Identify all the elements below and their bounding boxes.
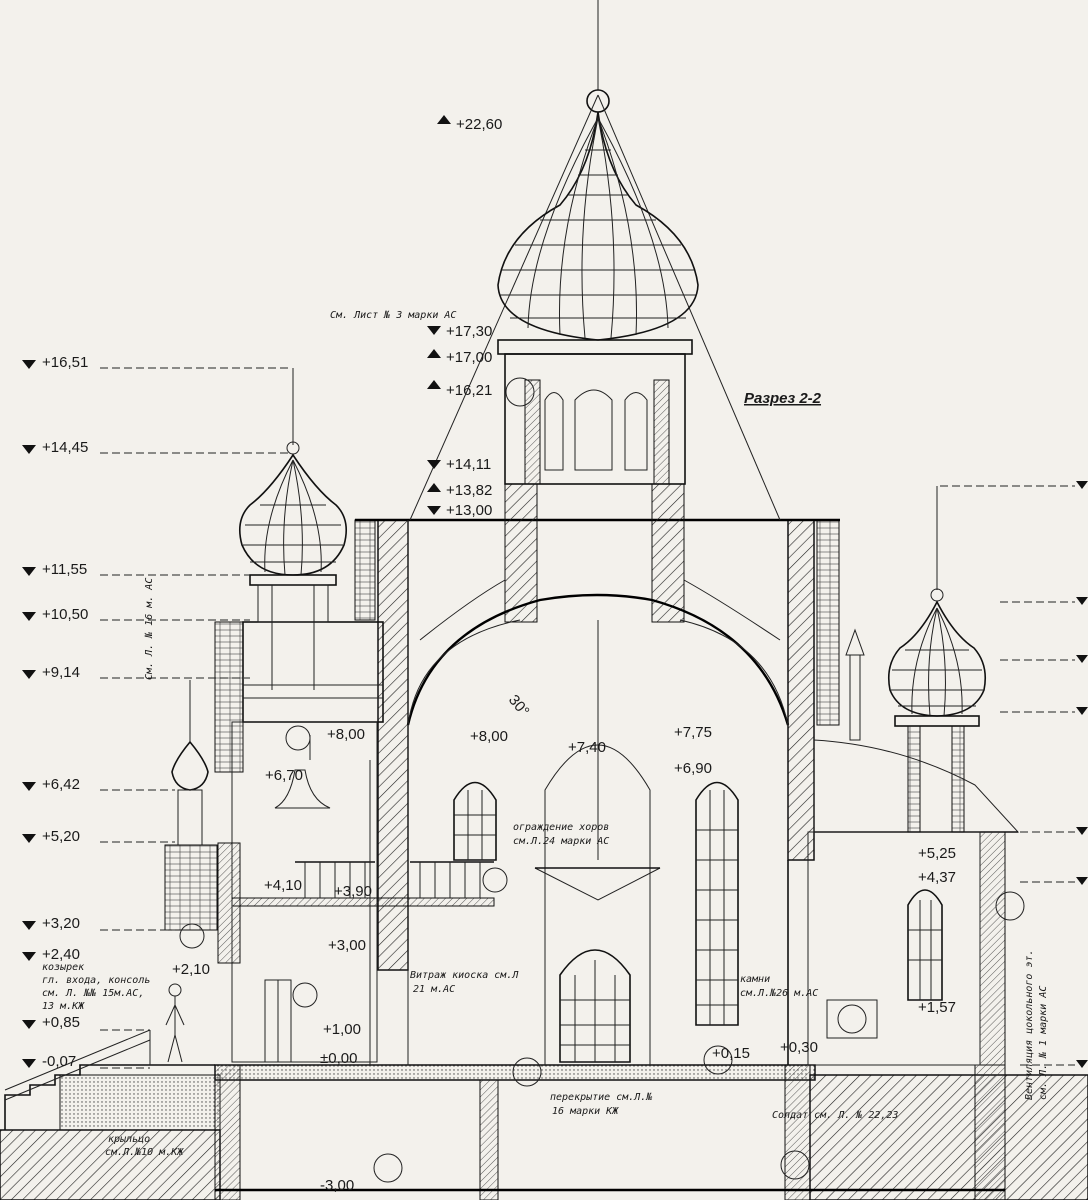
window-annex [907,889,943,1001]
level-label: +14,45 [42,439,88,456]
note-line: см.Л.24 марки АС [513,836,609,847]
level-label: +1,00 [323,1021,361,1038]
note-line: см. Л. № 1 марки АС [1038,986,1049,1100]
left-onion-dome [239,368,347,690]
level-label: -0,07 [42,1053,76,1070]
right-level-leaders [940,485,1075,1066]
note-line: см.Л.№10 м.КЖ [105,1147,184,1158]
level-label: +16,51 [42,354,88,371]
left-level-leaders [100,367,290,1069]
level-label: +2,10 [172,961,210,978]
level-label: +13,00 [446,502,492,519]
level-label: +7,75 [674,724,712,741]
window-door-arch [559,949,631,1063]
note-line: см.Л.№26 м.АС [740,988,818,999]
stained-glass-note: Витраж киоска см.Л 21 м.АС [410,970,519,995]
note-line: Вентиляция цокольного эт. [1024,949,1035,1100]
center-level-marks: +22,60 +17,30 +17,00 +16,21 +14,11 +13,8… [427,115,502,519]
section-title: Разрез 2-2 [744,390,822,407]
choir-note: ограждение хоров см.Л.24 марки АС [513,822,609,847]
window-left-arch [453,781,497,861]
right-onion-dome [887,486,987,833]
level-label: +6,90 [674,760,712,777]
note-line: козырек [42,962,85,973]
level-label: +0,30 [780,1039,818,1056]
level-label: +2,40 [42,946,80,963]
level-label: +4,10 [264,877,302,894]
right-edge-markers [1076,481,1088,1068]
window-right-tall [695,781,739,1026]
small-left-dome [164,680,218,931]
foundation [0,1064,1088,1200]
level-label: +3,90 [334,883,372,900]
central-drum [497,339,693,485]
note-line: см. Л. №№ 15м.АС, [42,988,144,999]
note-line: крыльцо [108,1134,150,1145]
left-level-triangles [22,360,36,1068]
stones-note: камни см.Л.№26 м.АС [740,974,818,999]
level-label: ±0,00 [320,1050,357,1067]
level-label: +0,85 [42,1014,80,1031]
vault-angle: 30° [505,692,533,720]
sheet-reference-note: См. Лист № 3 марки АС [330,310,456,321]
central-onion-dome [409,0,781,521]
note-line: 16 марки КЖ [552,1106,619,1117]
level-label: +8,00 [327,726,365,743]
note-line: камни [740,974,770,985]
level-label: +8,00 [470,728,508,745]
note-line: Витраж киоска см.Л [410,970,519,981]
level-label: +11,55 [42,561,87,578]
level-label: +1,57 [918,999,956,1016]
note-line: гл. входа, консоль [42,975,150,986]
level-label: +0,15 [712,1045,750,1062]
side-reference-note: См. Л. № 16 м. АС [144,578,155,680]
left-level-marks: +16,51 +14,45 +11,55 +10,50 +9,14 +6,42 … [42,354,88,1070]
level-label: +3,20 [42,915,80,932]
level-label: +5,25 [918,845,956,862]
level-label: +3,00 [328,937,366,954]
slab-note: перекрытие см.Л.№ 16 марки КЖ [550,1092,652,1117]
level-label: +17,30 [446,323,492,340]
level-label: +6,70 [265,767,303,784]
level-label: +14,11 [446,456,491,473]
level-label: +10,50 [42,606,88,623]
porch-note: крыльцо см.Л.№10 м.КЖ [105,1134,184,1158]
inner-level-marks: +8,00 +8,00 +7,40 +7,75 +6,90 +6,70 +4,1… [172,724,956,1194]
detail-callouts [179,377,1025,1183]
porch-stairs [4,983,215,1130]
level-label: +16,21 [446,382,492,399]
canopy-note: козырек гл. входа, консоль см. Л. №№ 15м… [42,962,150,1012]
main-walls [354,483,840,1065]
level-label: +5,20 [42,828,80,845]
note-line: 21 м.АС [413,984,455,995]
note-line: перекрытие см.Л.№ [550,1092,652,1103]
vents-note: Солдат см. Л. № 22,23 [772,1110,898,1121]
level-label: +22,60 [456,116,502,133]
note-line: 13 м.КЖ [42,1001,85,1012]
level-label: -3,00 [320,1177,354,1194]
level-label: +6,42 [42,776,80,793]
level-label: +13,82 [446,482,492,499]
level-label: +17,00 [446,349,492,366]
level-label: +4,37 [918,869,956,886]
left-tower-section [214,621,384,1065]
note-line: ограждение хоров [513,822,609,833]
ventilation-note: Вентиляция цокольного эт. см. Л. № 1 мар… [1024,949,1049,1100]
level-label: +7,40 [568,739,606,756]
windows [453,781,943,1063]
level-label: +9,14 [42,664,80,681]
